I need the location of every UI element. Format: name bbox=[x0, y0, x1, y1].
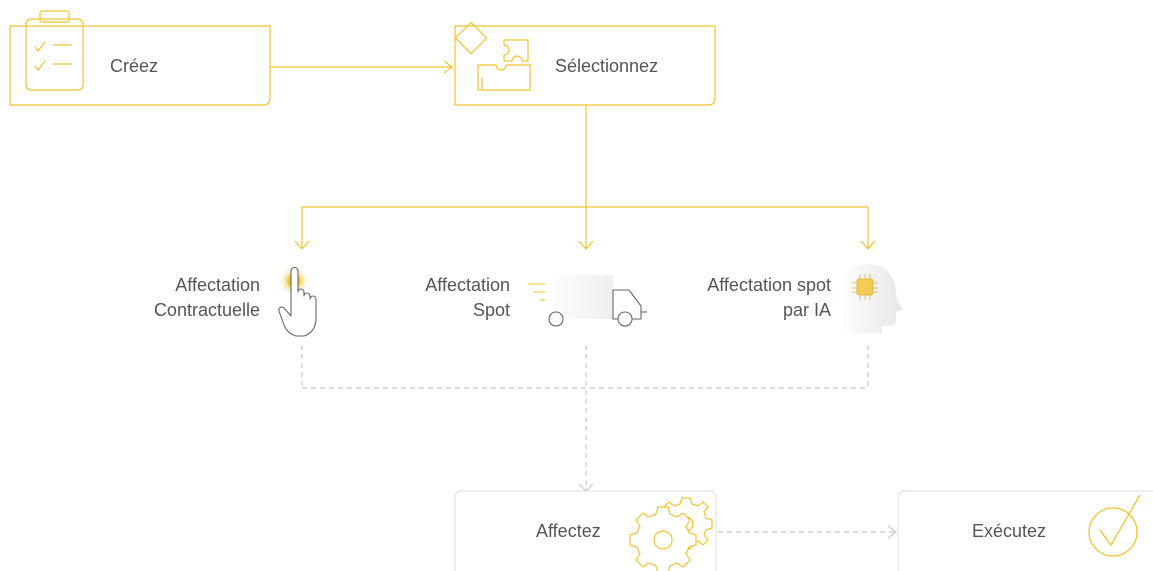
contractual-option-label: Affectation Contractuelle bbox=[154, 273, 260, 323]
clipboard-checklist-icon bbox=[25, 10, 84, 91]
spot-option-line1: Affectation bbox=[425, 275, 510, 295]
select-step-label: Sélectionnez bbox=[555, 56, 659, 76]
gears-icon bbox=[629, 497, 713, 571]
arrow-assign-to-execute bbox=[718, 525, 897, 539]
spot-option-label: Affectation Spot bbox=[425, 273, 510, 323]
ai-spot-option-line2: par IA bbox=[782, 300, 831, 320]
puzzle-icon bbox=[454, 21, 531, 91]
execute-step-label: Exécutez bbox=[972, 521, 1047, 541]
contractual-option-line1: Affectation bbox=[175, 275, 260, 295]
execute-box bbox=[897, 490, 1153, 571]
create-step-label: Créez bbox=[110, 56, 159, 76]
ai-spot-option-line1: Affectation spot bbox=[707, 275, 831, 295]
create-box bbox=[9, 25, 271, 106]
delivery-truck-icon bbox=[528, 275, 647, 327]
checkmark-circle-icon bbox=[1088, 494, 1141, 557]
assign-step-label: Affectez bbox=[536, 521, 601, 541]
assign-box bbox=[454, 490, 717, 571]
select-box bbox=[454, 25, 716, 106]
spot-option-line2: Spot bbox=[472, 300, 510, 320]
merge-connector bbox=[301, 345, 869, 491]
arrow-create-to-select bbox=[270, 60, 453, 74]
ai-head-chip-icon bbox=[837, 264, 903, 333]
pointing-hand-icon bbox=[278, 265, 317, 337]
contractual-option-line2: Contractuelle bbox=[153, 300, 260, 320]
split-connector bbox=[294, 105, 876, 250]
ai-spot-option-label: Affectation spot par IA bbox=[707, 273, 831, 323]
